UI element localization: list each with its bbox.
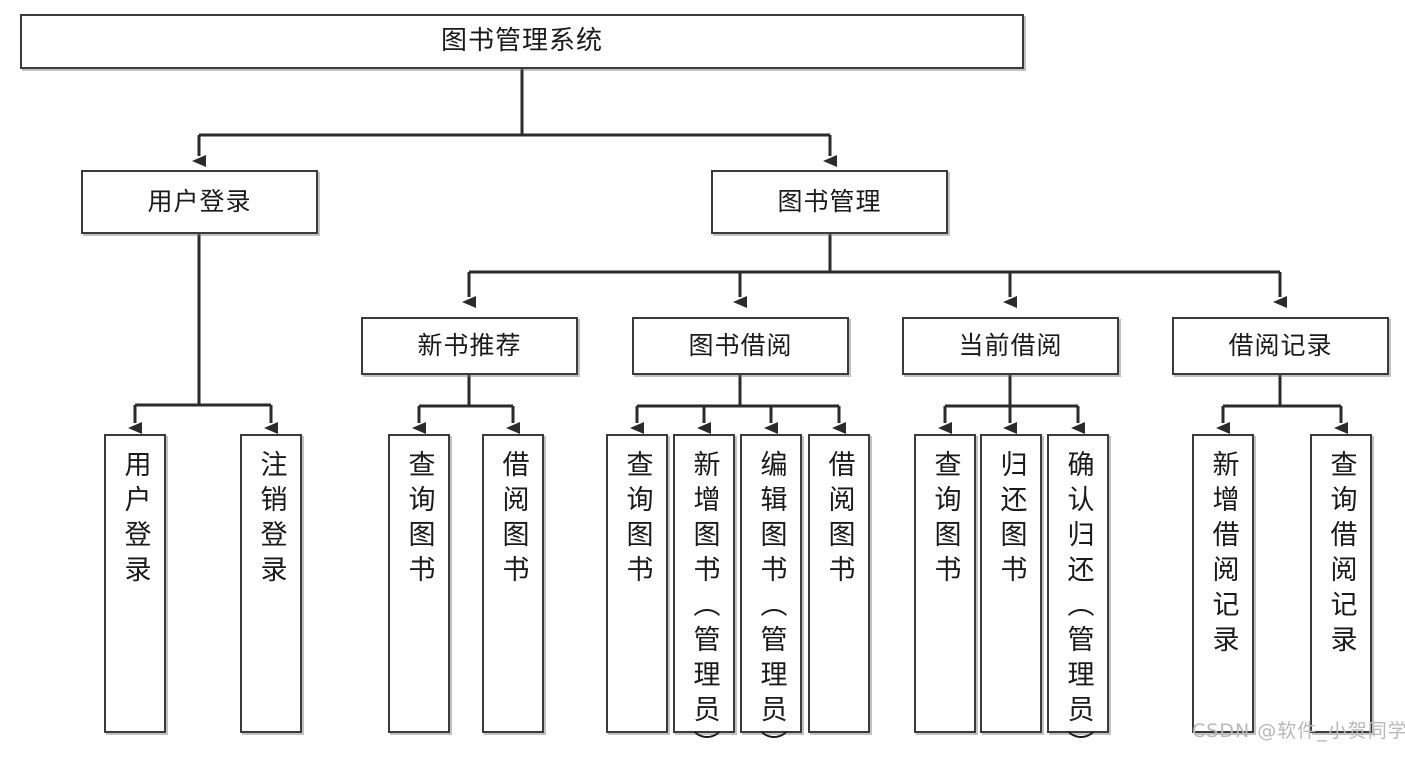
node-book-borrow[interactable]: 图书借阅 (632, 317, 849, 375)
leaf-logout-login-label: 注销登录 (255, 450, 287, 590)
leaf-return-book[interactable]: 归还图书 (980, 434, 1042, 733)
node-book-borrow-label: 图书借阅 (688, 330, 793, 360)
leaf-query-book-3-label: 查询图书 (929, 450, 961, 590)
node-root[interactable]: 图书管理系统 (20, 14, 1024, 69)
diagram-canvas: 图书管理系统 用户登录 图书管理 新书推荐 图书借阅 当前借阅 借阅记录 用户登… (20, 14, 1405, 765)
leaf-query-book-2[interactable]: 查询图书 (606, 434, 668, 733)
node-user-login[interactable]: 用户登录 (81, 170, 318, 234)
node-borrow-record-label: 借阅记录 (1228, 330, 1333, 360)
leaf-borrow-book-2-label: 借阅图书 (823, 450, 855, 590)
node-book-manage[interactable]: 图书管理 (711, 170, 948, 234)
leaf-confirm-return-label: 确认归还（管理员） (1062, 450, 1094, 765)
leaf-add-record[interactable]: 新增借阅记录 (1192, 434, 1254, 733)
leaf-edit-book[interactable]: 编辑图书（管理员） (740, 434, 802, 765)
leaf-query-record[interactable]: 查询借阅记录 (1310, 434, 1372, 733)
leaf-query-record-label: 查询借阅记录 (1325, 450, 1357, 660)
leaf-query-book-3[interactable]: 查询图书 (914, 434, 976, 733)
leaf-add-record-label: 新增借阅记录 (1207, 450, 1239, 660)
leaf-edit-book-label: 编辑图书（管理员） (755, 450, 787, 765)
leaf-confirm-return[interactable]: 确认归还（管理员） (1047, 434, 1109, 765)
node-book-manage-label: 图书管理 (777, 186, 882, 216)
leaf-borrow-book-2[interactable]: 借阅图书 (808, 434, 870, 733)
csdn-watermark: CSDN @软件_小贺同学 (1192, 720, 1405, 742)
leaf-query-book-2-label: 查询图书 (621, 450, 653, 590)
leaf-return-book-label: 归还图书 (995, 450, 1027, 590)
node-new-book-recommend[interactable]: 新书推荐 (361, 317, 578, 375)
node-current-borrow[interactable]: 当前借阅 (902, 317, 1119, 375)
leaf-borrow-book-1-label: 借阅图书 (497, 450, 529, 590)
leaf-add-book[interactable]: 新增图书（管理员） (673, 434, 735, 765)
node-user-login-label: 用户登录 (147, 186, 252, 216)
leaf-query-book-1[interactable]: 查询图书 (388, 434, 450, 733)
node-borrow-record[interactable]: 借阅记录 (1172, 317, 1389, 375)
node-new-book-recommend-label: 新书推荐 (417, 330, 522, 360)
leaf-user-login-label: 用户登录 (119, 450, 151, 590)
leaf-query-book-1-label: 查询图书 (403, 450, 435, 590)
leaf-borrow-book-1[interactable]: 借阅图书 (482, 434, 544, 733)
node-current-borrow-label: 当前借阅 (958, 330, 1063, 360)
leaf-logout-login[interactable]: 注销登录 (240, 434, 302, 733)
node-root-label: 图书管理系统 (440, 25, 603, 56)
leaf-user-login[interactable]: 用户登录 (104, 434, 166, 733)
leaf-add-book-label: 新增图书（管理员） (688, 450, 720, 765)
